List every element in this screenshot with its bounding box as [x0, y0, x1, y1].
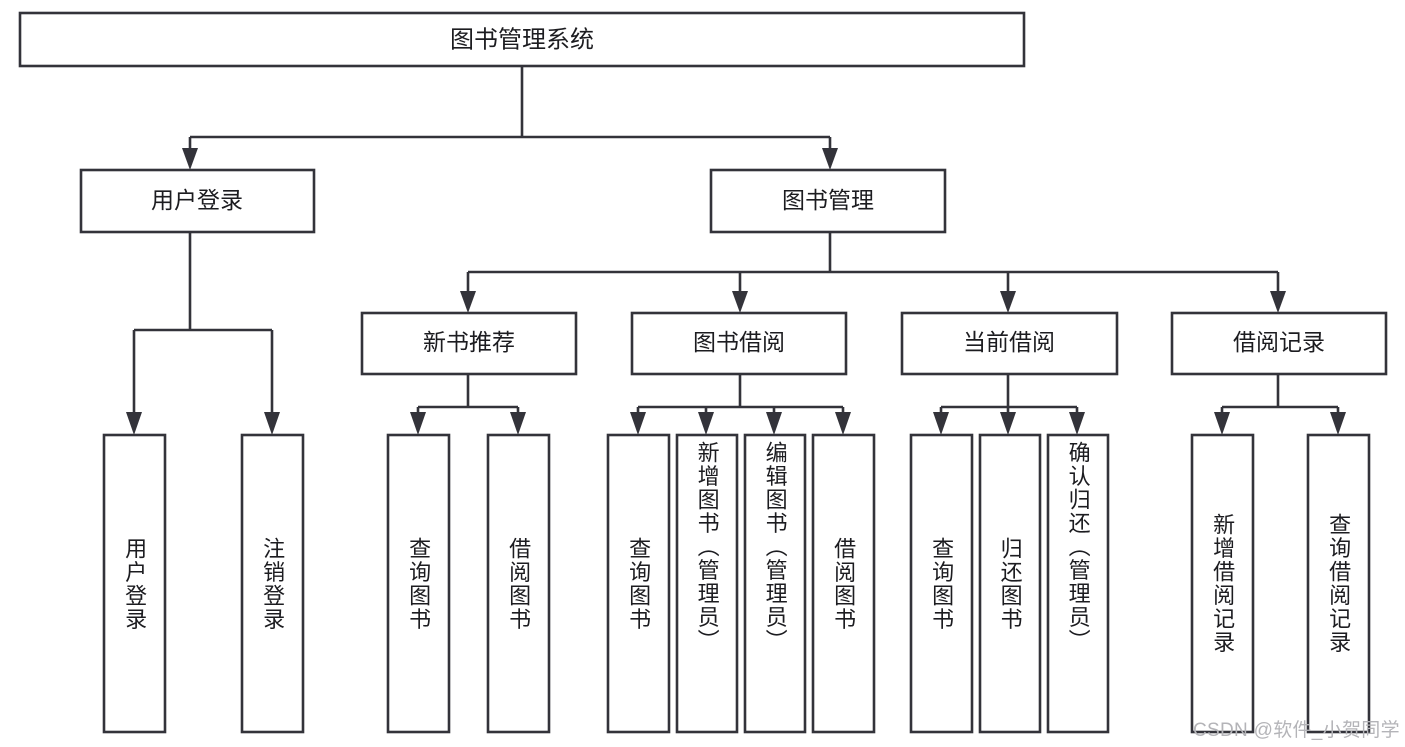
node-leaf-user-login-box[interactable]	[102, 433, 167, 734]
node-root-label: 图书管理系统	[450, 26, 594, 53]
node-leaf-user-logout-box[interactable]	[240, 433, 305, 734]
node-leaf-borrow-book-1-box[interactable]	[486, 433, 551, 734]
arrow-head-leaf-query-book-2	[630, 412, 646, 435]
node-book-borrow-box[interactable]	[630, 311, 848, 376]
arrow-head-leaf-add-book	[698, 412, 714, 435]
watermark-text: CSDN @软件_小贺同学	[1193, 720, 1400, 741]
arrow-head-userlogin	[182, 148, 198, 170]
node-borrow-record-label: 借阅记录	[1233, 329, 1325, 355]
arrow-head-newbook	[460, 291, 476, 313]
arrow-head-leaf-user-login	[126, 412, 142, 435]
arrow-head-leaf-borrow-book-2	[835, 412, 851, 435]
arrow-head-leaf-edit-book	[766, 412, 782, 435]
arrow-head-leaf-query-book-1	[410, 412, 426, 435]
node-root-box[interactable]	[18, 11, 1026, 68]
node-leaf-edit-book-box[interactable]	[743, 433, 807, 734]
node-leaf-query-book-1-box[interactable]	[386, 433, 451, 734]
arrow-head-borrowrecord	[1270, 291, 1286, 313]
node-root[interactable]: 图书管理系统	[18, 11, 1026, 68]
node-user-login-box[interactable]	[79, 168, 316, 234]
node-book-borrow-label: 图书借阅	[693, 329, 785, 355]
node-new-book-rec-box[interactable]	[360, 311, 578, 376]
connector-group	[126, 66, 1346, 435]
node-leaf-add-book-box[interactable]	[675, 433, 739, 734]
node-leaf-query-book-3-box[interactable]	[909, 433, 974, 734]
node-book-manage-box[interactable]	[709, 168, 947, 234]
node-new-book-rec[interactable]: 新书推荐	[360, 311, 578, 376]
arrow-head-leaf-borrow-book-1	[510, 412, 526, 435]
node-book-borrow[interactable]: 图书借阅	[630, 311, 848, 376]
node-leaf-borrow-book-2-box[interactable]	[811, 433, 876, 734]
arrow-head-leaf-query-book-3	[933, 412, 949, 435]
arrow-head-bookmanage	[822, 148, 838, 170]
node-current-borrow-box[interactable]	[900, 311, 1119, 376]
node-book-manage-label: 图书管理	[782, 187, 874, 213]
leaf-node-group	[102, 433, 1371, 734]
node-leaf-query-record-box[interactable]	[1306, 433, 1371, 734]
arrow-head-currentborrow	[1000, 291, 1016, 313]
arrow-head-leaf-query-record	[1330, 412, 1346, 435]
arrow-head-leaf-confirm-return	[1069, 412, 1085, 435]
arrow-head-bookborrow	[732, 291, 748, 313]
node-borrow-record-box[interactable]	[1170, 311, 1388, 376]
node-current-borrow[interactable]: 当前借阅	[900, 311, 1119, 376]
node-leaf-confirm-return-box[interactable]	[1046, 433, 1110, 734]
arrow-head-leaf-return-book	[1000, 412, 1016, 435]
arrow-head-leaf-add-record	[1214, 412, 1230, 435]
node-leaf-add-record-box[interactable]	[1190, 433, 1255, 734]
node-user-login-label: 用户登录	[151, 187, 243, 213]
arrow-head-leaf-user-logout	[264, 412, 280, 435]
node-user-login[interactable]: 用户登录	[79, 168, 316, 234]
node-leaf-query-book-2-box[interactable]	[606, 433, 671, 734]
node-new-book-rec-label: 新书推荐	[423, 329, 515, 355]
node-borrow-record[interactable]: 借阅记录	[1170, 311, 1388, 376]
node-current-borrow-label: 当前借阅	[963, 329, 1055, 355]
node-leaf-return-book-box[interactable]	[978, 433, 1042, 734]
node-book-manage[interactable]: 图书管理	[709, 168, 947, 234]
